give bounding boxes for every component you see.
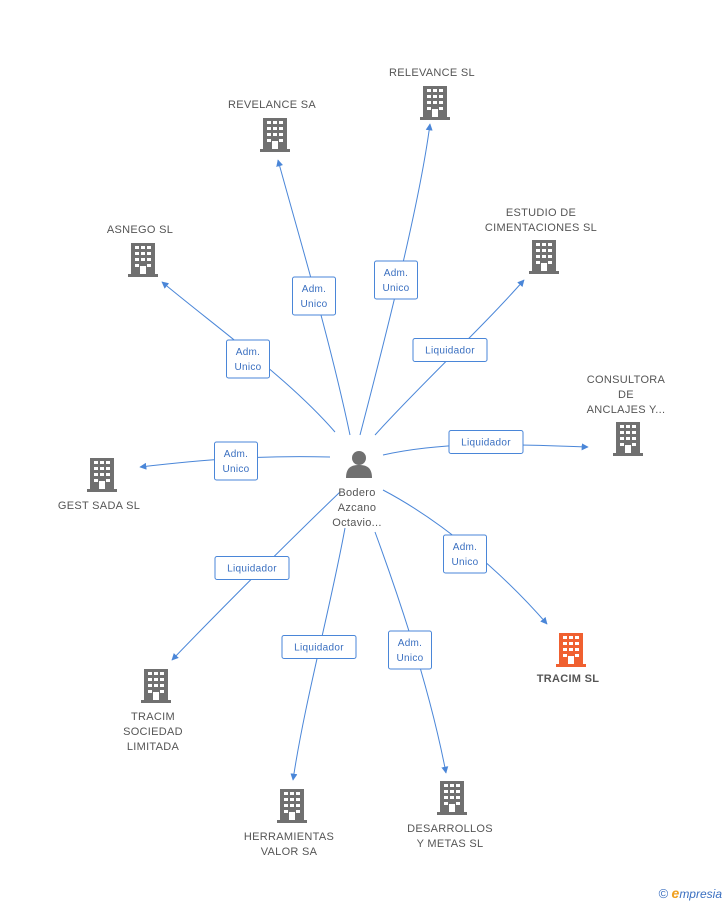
edge-label-text: Liquidador bbox=[425, 346, 475, 357]
center-label-line: Octavio... bbox=[332, 517, 381, 529]
center-label-line: Azcano bbox=[338, 502, 377, 514]
company-node-relevance-sl[interactable]: RELEVANCE SL bbox=[389, 67, 475, 120]
edge-label-text: Adm. bbox=[236, 347, 261, 358]
edge-label-asnego-sl[interactable]: Adm. Unico bbox=[226, 339, 270, 379]
edge-label-box bbox=[443, 534, 487, 574]
company-label: VALOR SA bbox=[261, 846, 318, 858]
edge-label-text: Adm. bbox=[398, 638, 423, 649]
edge-label-text: Unico bbox=[234, 362, 261, 373]
edge-label-text: Adm. bbox=[453, 542, 478, 553]
edge-label-box bbox=[214, 556, 290, 580]
building-icon bbox=[556, 633, 586, 667]
person-icon bbox=[346, 451, 372, 478]
edge-labels-layer: Adm.UnicoAdm.UnicoAdm.UnicoLiquidadorLiq… bbox=[214, 260, 524, 670]
copyright-icon: © bbox=[658, 886, 669, 901]
company-node-gest-sada[interactable]: GEST SADA SL bbox=[58, 458, 140, 512]
company-label: DESARROLLOS bbox=[407, 823, 493, 835]
edge-label-revelance-sa[interactable]: Adm. Unico bbox=[292, 276, 336, 316]
company-label: RELEVANCE SL bbox=[389, 67, 475, 79]
brand-name: mpresia bbox=[679, 887, 722, 901]
edge-label-box bbox=[292, 276, 336, 316]
company-node-desarrollos-metas[interactable]: DESARROLLOS Y METAS SL bbox=[407, 781, 493, 850]
company-label: TRACIM bbox=[131, 711, 175, 723]
company-label: LIMITADA bbox=[127, 741, 180, 753]
edge-label-box bbox=[374, 260, 418, 300]
empresia-brand: © empresia bbox=[659, 885, 722, 901]
edge-label-text: Unico bbox=[451, 557, 478, 568]
edge-label-text: Liquidador bbox=[461, 438, 511, 449]
center-label-line: Bodero bbox=[338, 487, 375, 499]
edge-label-text: Unico bbox=[222, 464, 249, 475]
company-label: TRACIM SL bbox=[537, 673, 600, 685]
building-icon bbox=[141, 669, 171, 703]
edge-label-text: Unico bbox=[396, 653, 423, 664]
building-icon bbox=[529, 240, 559, 274]
edge-label-text: Adm. bbox=[224, 449, 249, 460]
building-icon bbox=[87, 458, 117, 492]
edge-label-text: Adm. bbox=[302, 284, 327, 295]
company-node-consultora-anclajes[interactable]: CONSULTORA DE ANCLAJES Y... bbox=[587, 374, 666, 456]
edge-label-box bbox=[281, 635, 357, 659]
company-label: REVELANCE SA bbox=[228, 99, 316, 111]
company-node-tracim-sociedad[interactable]: TRACIM SOCIEDAD LIMITADA bbox=[123, 669, 183, 753]
edge-label-text: Unico bbox=[382, 283, 409, 294]
edge-label-box bbox=[214, 441, 258, 481]
company-label: HERRAMIENTAS bbox=[244, 831, 334, 843]
building-icon bbox=[437, 781, 467, 815]
edge-label-estudio-cimentaciones[interactable]: Liquidador bbox=[412, 338, 488, 362]
company-label: DE bbox=[618, 389, 634, 401]
company-node-tracim-sl[interactable]: TRACIM SL bbox=[537, 633, 600, 685]
edge-label-text: Unico bbox=[300, 299, 327, 310]
edge-label-consultora-anclajes[interactable]: Liquidador bbox=[448, 430, 524, 454]
edge-label-text: Liquidador bbox=[227, 564, 277, 575]
company-node-asnego-sl[interactable]: ASNEGO SL bbox=[107, 224, 173, 277]
company-label: SOCIEDAD bbox=[123, 726, 183, 738]
company-label: GEST SADA SL bbox=[58, 500, 140, 512]
edge-label-gest-sada[interactable]: Adm. Unico bbox=[214, 441, 258, 481]
edge-label-tracim-sociedad[interactable]: Liquidador bbox=[214, 556, 290, 580]
edge-label-relevance-sl[interactable]: Adm. Unico bbox=[374, 260, 418, 300]
company-node-revelance-sa[interactable]: REVELANCE SA bbox=[228, 99, 316, 152]
edge-label-box bbox=[412, 338, 488, 362]
building-icon bbox=[128, 243, 158, 277]
company-label: CONSULTORA bbox=[587, 374, 666, 386]
edge-label-box bbox=[388, 630, 432, 670]
building-icon bbox=[260, 118, 290, 152]
edge-label-box bbox=[448, 430, 524, 454]
company-label: ASNEGO SL bbox=[107, 224, 173, 236]
nodes-layer: RELEVANCE SL REVELANCE SA ASNEGO SL ESTUDIO… bbox=[58, 67, 666, 858]
brand-initial: e bbox=[671, 885, 680, 901]
company-node-herramientas-valor[interactable]: HERRAMIENTAS VALOR SA bbox=[244, 789, 334, 858]
edge-label-box bbox=[226, 339, 270, 379]
building-icon bbox=[613, 422, 643, 456]
company-label: ESTUDIO DE bbox=[506, 207, 576, 219]
edge-label-desarrollos-metas[interactable]: Adm. Unico bbox=[388, 630, 432, 670]
company-node-estudio-cimentaciones[interactable]: ESTUDIO DE CIMENTACIONES SL bbox=[485, 207, 597, 274]
edge-label-herramientas-valor[interactable]: Liquidador bbox=[281, 635, 357, 659]
building-icon bbox=[420, 86, 450, 120]
company-label: ANCLAJES Y... bbox=[587, 404, 666, 416]
company-label: CIMENTACIONES SL bbox=[485, 222, 597, 234]
edge-label-text: Adm. bbox=[384, 268, 409, 279]
edge-label-text: Liquidador bbox=[294, 643, 344, 654]
edge-label-tracim-sl[interactable]: Adm. Unico bbox=[443, 534, 487, 574]
building-icon bbox=[277, 789, 307, 823]
company-label: Y METAS SL bbox=[417, 838, 484, 850]
